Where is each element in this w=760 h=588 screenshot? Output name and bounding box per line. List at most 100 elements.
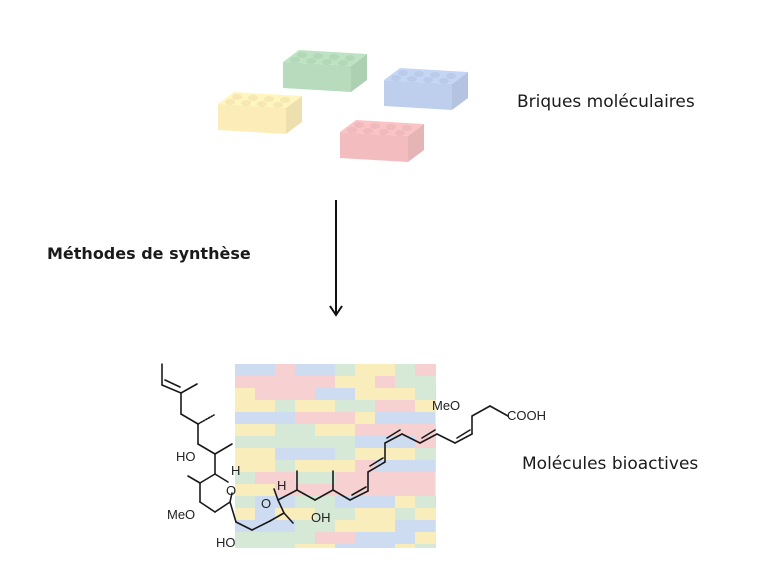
atom-label: COOH (507, 408, 546, 423)
backdrop-tile (415, 448, 435, 460)
backdrop-tile (315, 508, 355, 520)
brick-stud (407, 76, 417, 82)
backdrop-tile (355, 364, 395, 376)
blue-brick (384, 68, 468, 110)
brick-stud (257, 101, 267, 107)
backdrop-tile (255, 448, 275, 460)
backdrop-tile (295, 544, 335, 548)
backdrop-tile (275, 376, 335, 388)
brick-stud (322, 59, 332, 65)
backdrop-tile (395, 376, 436, 388)
backdrop-tile (335, 520, 395, 532)
backdrop-tile (395, 472, 435, 484)
backdrop-tile (355, 460, 375, 472)
backdrop-tile (295, 472, 335, 484)
lego-backdrop (235, 364, 436, 548)
backdrop-tile (335, 496, 395, 508)
synthesis-arrow (329, 200, 343, 317)
brick-stud (280, 97, 290, 103)
backdrop-tile (355, 508, 395, 520)
backdrop-tile (415, 364, 436, 376)
backdrop-tile (235, 388, 255, 400)
backdrop-tile (415, 388, 435, 400)
brick-stud (414, 71, 424, 77)
backdrop-tile (395, 484, 435, 496)
building-block-bricks (218, 50, 468, 162)
backdrop-tile (375, 424, 435, 436)
building-blocks-label: Briques moléculaires (517, 92, 695, 112)
backdrop-tile (275, 532, 315, 544)
backdrop-tile (375, 460, 435, 472)
brick-stud (313, 53, 323, 59)
brick-stud (423, 77, 433, 83)
brick-stud (439, 78, 449, 84)
brick-stud (306, 58, 316, 64)
brick-stud (354, 122, 364, 128)
synthesis-methods-label: Méthodes de synthèse (47, 244, 251, 263)
backdrop-tile (335, 364, 355, 376)
backdrop-tile (415, 508, 436, 520)
backdrop-tile (315, 388, 355, 400)
backdrop-tile (235, 496, 255, 508)
brick-stud (398, 70, 408, 76)
backdrop-tile (335, 544, 395, 548)
backdrop-tile (355, 436, 415, 448)
backdrop-tile (295, 460, 355, 472)
brick-stud (363, 128, 373, 134)
backdrop-tile (255, 388, 315, 400)
backdrop-tile (315, 412, 355, 424)
backdrop-tile (395, 508, 415, 520)
backdrop-tile (435, 496, 436, 508)
brick-stud (395, 130, 405, 136)
backdrop-tile (415, 544, 436, 548)
molecule-structure (161, 363, 509, 531)
backdrop-tile (295, 364, 335, 376)
green-brick (283, 50, 367, 92)
backdrop-tile (235, 508, 255, 520)
backdrop-tile (235, 448, 255, 460)
backdrop-tile (395, 364, 415, 376)
backdrop-tile (415, 532, 436, 544)
atom-label: MeO (432, 398, 460, 413)
brick-stud (379, 129, 389, 135)
backdrop-tile (235, 364, 275, 376)
atom-label: MeO (167, 507, 195, 522)
backdrop-tile (255, 472, 275, 484)
brick-stud (297, 52, 307, 58)
brick-stud (345, 55, 355, 61)
atom-label: H (231, 463, 240, 478)
backdrop-tile (295, 496, 335, 508)
backdrop-tile (235, 460, 275, 472)
bioactive-molecules-label: Molécules bioactives (522, 454, 699, 474)
backdrop-tile (235, 400, 275, 412)
brick-stud (430, 72, 440, 78)
backdrop-tile (235, 412, 295, 424)
backdrop-tile (435, 460, 436, 472)
red-brick (340, 120, 424, 162)
backdrop-tile (375, 412, 435, 424)
brick-stud (338, 60, 348, 66)
brick-stud (402, 125, 412, 131)
backdrop-tile (395, 496, 415, 508)
brick-stud (446, 73, 456, 79)
backdrop-tile (275, 460, 295, 472)
backdrop-tile (295, 400, 335, 412)
backdrop-tile (395, 544, 415, 548)
backdrop-tile (355, 448, 375, 460)
backdrop-tile (355, 532, 415, 544)
brick-stud (248, 95, 258, 101)
backdrop-tile (335, 484, 355, 496)
backdrop-tile (435, 412, 436, 424)
backdrop-tile (255, 496, 295, 508)
backdrop-tile (435, 448, 436, 460)
backdrop-tile (235, 544, 295, 548)
backdrop-tile (235, 532, 275, 544)
backdrop-tile (435, 484, 436, 496)
backdrop-tile (295, 412, 315, 424)
backdrop-tile (235, 424, 275, 436)
backdrop-tile (395, 520, 435, 532)
backdrop-tile (335, 400, 355, 412)
backdrop-tile (275, 400, 295, 412)
backdrop-tile (275, 364, 295, 376)
backdrop-tile (275, 472, 295, 484)
